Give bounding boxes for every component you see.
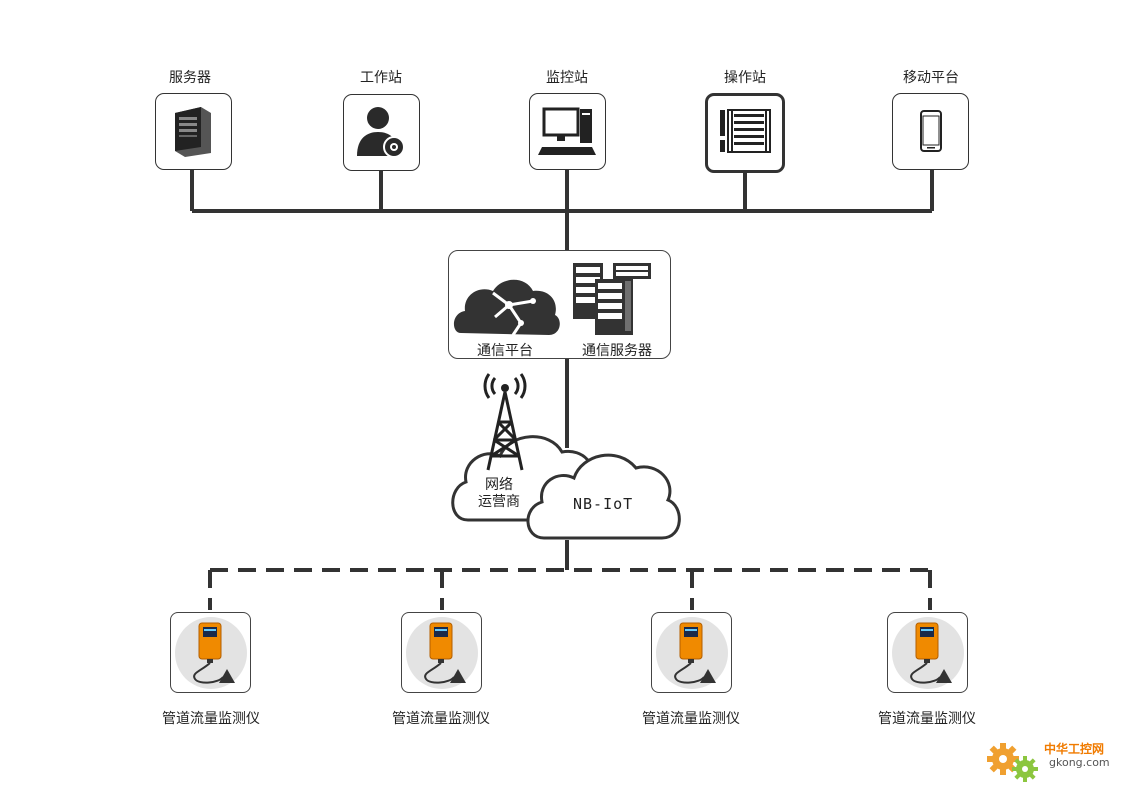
device-label-4: 管道流量监测仪 [878,711,976,727]
control-panel-icon [720,109,771,153]
monitor-station-node[interactable] [529,93,606,170]
device-node-2[interactable] [401,612,482,693]
desktop-computer-icon [538,107,596,155]
workstation-node[interactable] [343,94,420,171]
workstation-label: 工作站 [360,70,402,86]
flow-meter-device-icon [656,617,728,689]
comm-server-label: 通信服务器 [582,343,652,359]
server-label: 服务器 [169,70,211,86]
device-label-2: 管道流量监测仪 [392,711,490,727]
flow-meter-device-icon [175,617,247,689]
server-node[interactable] [155,93,232,170]
mobile-platform-node[interactable] [892,93,969,170]
device-label-1: 管道流量监测仪 [162,711,260,727]
operator-label-line2: 运营商 [478,494,520,510]
watermark-url: gkong.com [1049,756,1110,769]
operator-label-line1: 网络 [485,477,513,493]
user-gear-icon [357,107,405,158]
cloud-network-icon [453,279,560,336]
nb-iot-label: NB-IoT [573,495,634,513]
device-label-3: 管道流量监测仪 [642,711,740,727]
communication-panel: 通信平台 通信服务器 [448,250,671,359]
watermark-title: 中华工控网 [1044,742,1105,756]
monitor-station-label: 监控站 [546,70,588,86]
server-rack-icon [573,263,651,335]
operator-station-label: 操作站 [724,70,766,86]
device-node-3[interactable] [651,612,732,693]
gear-logo-icon [987,743,1038,782]
mobile-platform-label: 移动平台 [903,70,959,86]
device-node-1[interactable] [170,612,251,693]
operator-station-node[interactable] [705,93,785,173]
radio-tower-icon [483,373,527,471]
smartphone-icon [920,110,942,152]
device-node-4[interactable] [887,612,968,693]
comm-platform-label: 通信平台 [477,343,533,359]
server-tower-icon [175,107,211,157]
flow-meter-device-icon [892,617,964,689]
flow-meter-device-icon [406,617,478,689]
